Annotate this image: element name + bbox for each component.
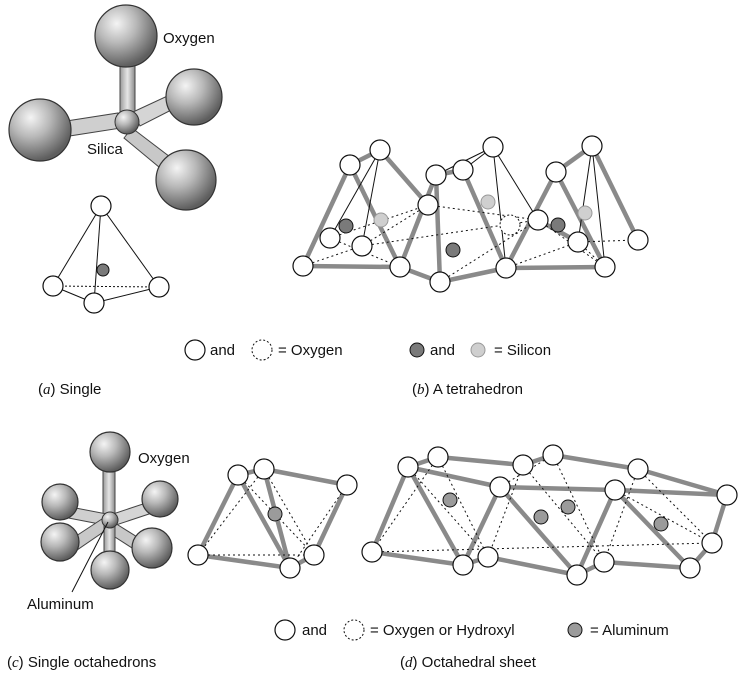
oxygen-atom <box>489 476 511 498</box>
aluminum-atom <box>560 499 576 515</box>
silicon-atom-dark <box>550 217 566 233</box>
silicon-atom-dark <box>338 218 354 234</box>
silica-ball <box>114 109 140 135</box>
legend-oxygen-dotted <box>251 339 273 361</box>
oxygen-atom <box>397 456 419 478</box>
oxygen-atom <box>227 464 249 486</box>
legend-and: and <box>302 622 327 639</box>
aluminum-ball <box>101 511 119 529</box>
oxygen-ball <box>141 480 179 518</box>
panel-c-wire-octahedron <box>187 458 358 579</box>
oxygen-atom <box>701 532 723 554</box>
oxygen-atom <box>148 276 170 298</box>
silicon-atom <box>96 263 110 277</box>
legend-oxygen-solid <box>184 339 206 361</box>
oxygen-ball <box>8 98 72 162</box>
oxygen-ball <box>40 522 80 562</box>
oxygen-atom <box>429 271 451 293</box>
oxygen-ball <box>165 68 223 126</box>
panel-a-wire-tetrahedron <box>42 195 170 314</box>
oxygen-atom <box>581 135 603 157</box>
caption-a: (a) Single <box>38 381 101 398</box>
oxygen-atom <box>319 227 341 249</box>
legend-silicon-text: = Silicon <box>494 342 551 359</box>
aluminum-pointer <box>71 521 109 593</box>
silicon-atom-light <box>480 194 496 210</box>
legend-and: and <box>430 342 455 359</box>
oxygen-atom <box>495 257 517 279</box>
aluminum-atom <box>442 492 458 508</box>
oxygen-ball <box>131 527 173 569</box>
silicon-atom-light <box>373 212 389 228</box>
legend-oxygen-dotted <box>343 619 365 641</box>
oxygen-atom <box>90 195 112 217</box>
oxygen-atom <box>482 136 504 158</box>
oxygen-ball <box>89 431 131 473</box>
oxygen-label: Oxygen <box>138 450 190 467</box>
oxygen-atom <box>389 256 411 278</box>
oxygen-label: Oxygen <box>163 30 215 47</box>
aluminum-atom <box>267 506 283 522</box>
oxygen-atom <box>716 484 738 506</box>
oxygen-ball <box>155 149 217 211</box>
oxygen-atom <box>593 551 615 573</box>
caption-c: (c) Single octahedrons <box>7 654 156 671</box>
oxygen-atom <box>566 564 588 586</box>
panel-a-ball-stick-model: Oxygen Silica <box>8 4 223 211</box>
oxygen-atom <box>336 474 358 496</box>
aluminum-atom <box>653 516 669 532</box>
legend-aluminum <box>567 622 583 638</box>
oxygen-atom <box>425 164 447 186</box>
oxygen-atom <box>679 557 701 579</box>
oxygen-atom <box>604 479 626 501</box>
oxygen-atom <box>477 546 499 568</box>
oxygen-atom <box>292 255 314 277</box>
panel-c-ball-stick-model: Oxygen Aluminum <box>27 431 190 613</box>
silicon-atom-dark <box>445 242 461 258</box>
aluminum-label: Aluminum <box>27 596 94 613</box>
legend-silica: and = Oxygen and = Silicon <box>184 339 551 361</box>
legend-silicon-dark <box>409 342 425 358</box>
oxygen-atom <box>542 444 564 466</box>
oxygen-atom <box>427 446 449 468</box>
caption-b: (b) A tetrahedron <box>412 381 523 398</box>
oxygen-atom <box>417 194 439 216</box>
oxygen-atom <box>339 154 361 176</box>
oxygen-atom <box>369 139 391 161</box>
legend-aluminum-text: = Aluminum <box>590 622 669 639</box>
legend-oxygen-hydroxyl-text: = Oxygen or Hydroxyl <box>370 622 515 639</box>
legend-octahedral: and = Oxygen or Hydroxyl = Aluminum <box>274 619 669 641</box>
caption-d: (d) Octahedral sheet <box>400 654 537 671</box>
oxygen-atom <box>279 557 301 579</box>
legend-and: and <box>210 342 235 359</box>
legend-oxygen-text: = Oxygen <box>278 342 343 359</box>
oxygen-atom <box>42 275 64 297</box>
oxygen-atom <box>627 458 649 480</box>
oxygen-ball <box>90 550 130 590</box>
oxygen-atom <box>83 292 105 314</box>
oxygen-atom <box>303 544 325 566</box>
legend-silicon-light <box>470 342 486 358</box>
oxygen-ball <box>41 483 79 521</box>
oxygen-atom <box>512 454 534 476</box>
oxygen-atom <box>545 161 567 183</box>
oxygen-atom <box>361 541 383 563</box>
oxygen-atom <box>594 256 616 278</box>
silica-label: Silica <box>87 141 124 158</box>
oxygen-atom <box>452 554 474 576</box>
oxygen-atom <box>452 159 474 181</box>
oxygen-atom-hidden <box>499 214 521 236</box>
oxygen-atom <box>527 209 549 231</box>
aluminum-atom <box>533 509 549 525</box>
oxygen-atom <box>187 544 209 566</box>
silicon-atom-light <box>577 205 593 221</box>
oxygen-atom <box>567 231 589 253</box>
oxygen-ball <box>94 4 158 68</box>
oxygen-atom <box>351 235 373 257</box>
legend-oxygen-solid <box>274 619 296 641</box>
oxygen-atom <box>253 458 275 480</box>
oxygen-atom <box>627 229 649 251</box>
panel-d-octahedral-sheet <box>361 444 738 586</box>
panel-b-tetrahedral-chain <box>292 135 649 293</box>
